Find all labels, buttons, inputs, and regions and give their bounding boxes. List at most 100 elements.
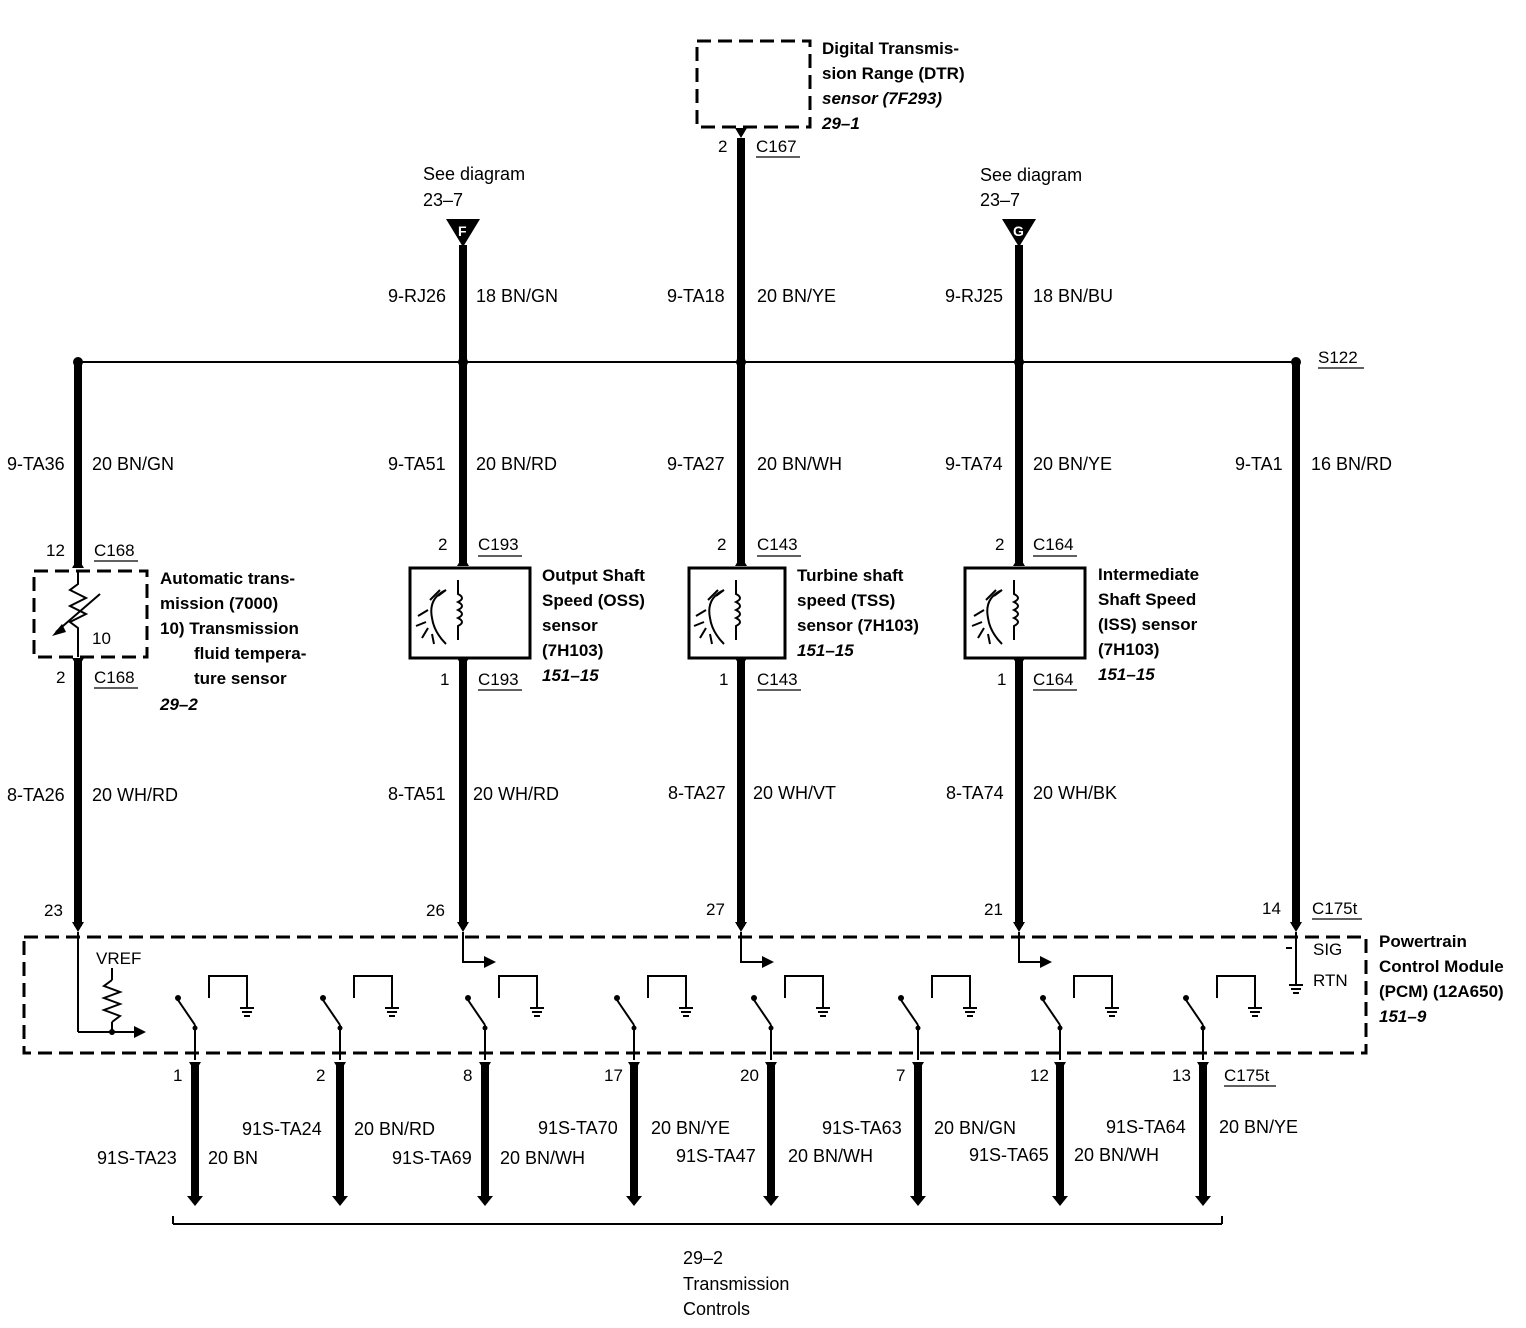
col1-circuit: 9-TA36 — [7, 454, 65, 474]
col1-circuit2: 8-TA26 — [7, 785, 65, 805]
col3-pin-top: 2 — [717, 535, 726, 554]
oss-label-line2: Speed (OSS) — [542, 591, 645, 610]
splice-label: S122 — [1318, 348, 1358, 367]
oss-label-line1: Output Shaft — [542, 566, 645, 585]
output-wire-end — [477, 1196, 493, 1206]
output-circuit: 91S-TA70 — [538, 1118, 618, 1138]
col2-gauge: 20 BN/RD — [476, 454, 557, 474]
flag-g-triangle — [1002, 219, 1036, 247]
tft-pin-label: 10 — [92, 629, 111, 648]
col4-pin-top: 2 — [995, 535, 1004, 554]
dtr-sensor-box — [695, 39, 812, 129]
ground-icon — [240, 1007, 254, 1017]
tss-sensor-box — [687, 566, 787, 660]
output-wire-end — [1195, 1196, 1211, 1206]
output-wire-end — [187, 1196, 203, 1206]
output-gauge: 20 BN/RD — [354, 1119, 435, 1139]
ground-icon — [530, 1007, 544, 1017]
tft-label-line5: ture sensor — [194, 669, 287, 688]
output-circuit: 91S-TA64 — [1106, 1117, 1186, 1137]
oss-sensor-box — [408, 566, 532, 660]
tss-label-line3: sensor (7H103) — [797, 616, 919, 635]
ground-icon — [816, 1007, 830, 1017]
col2-circuit: 9-TA51 — [388, 454, 446, 474]
col3-conn-bot: C143 — [757, 670, 798, 689]
flag-g-letter: G — [1013, 223, 1024, 239]
col2-pin-bot: 1 — [440, 670, 449, 689]
output-gauge: 20 BN/WH — [500, 1148, 585, 1168]
col3-pcm-pin: 27 — [706, 900, 725, 919]
col4-conn-bot: C164 — [1033, 670, 1074, 689]
col4-circuit2: 8-TA74 — [946, 783, 1004, 803]
pcm-label-line1: Powertrain — [1379, 932, 1467, 951]
dtr-pin: 2 — [718, 137, 727, 156]
tft-ref: 29–2 — [159, 695, 198, 714]
flag-f-triangle — [446, 219, 480, 247]
oss-ref: 151–15 — [542, 666, 599, 685]
output-connector: C175t — [1224, 1066, 1270, 1085]
iss-label-line1: Intermediate — [1098, 565, 1199, 584]
ground-icon — [385, 1007, 399, 1017]
dtr-label-line3: sensor (7F293) — [822, 89, 942, 108]
vref-arrow-icon — [134, 1026, 146, 1038]
bottom-label-line1: Transmission — [683, 1274, 789, 1294]
output-pin: 12 — [1030, 1066, 1049, 1085]
output-driver: 12 91S-TA65 20 BN/WH — [969, 975, 1159, 1206]
output-gauge: 20 BN/WH — [788, 1146, 873, 1166]
col4-conn-top: C164 — [1033, 535, 1074, 554]
col1-gauge: 20 BN/GN — [92, 454, 174, 474]
output-wire-end — [1052, 1196, 1068, 1206]
output-gauge: 20 BN — [208, 1148, 258, 1168]
output-circuit: 91S-TA63 — [822, 1118, 902, 1138]
tss-ref: 151–15 — [797, 641, 854, 660]
output-gauge: 20 BN/YE — [651, 1118, 730, 1138]
output-driver: 20 91S-TA47 20 BN/WH — [676, 975, 873, 1206]
oss-label-line3: sensor — [542, 616, 598, 635]
tss-label-line1: Turbine shaft — [797, 566, 904, 585]
output-circuit: 91S-TA23 — [97, 1148, 177, 1168]
rtn-label: RTN — [1313, 971, 1348, 990]
dtr-label-line1: Digital Transmis- — [822, 39, 959, 58]
output-circuit: 91S-TA65 — [969, 1145, 1049, 1165]
ground-icon — [1105, 1007, 1119, 1017]
col1-conn-top: C168 — [94, 541, 135, 560]
output-circuit: 91S-TA69 — [392, 1148, 472, 1168]
output-gauge: 20 BN/WH — [1074, 1145, 1159, 1165]
speed-sensor-icon — [693, 580, 741, 645]
output-pin: 20 — [740, 1066, 759, 1085]
wire-circuit-rj25: 9-RJ25 — [945, 286, 1003, 306]
pcm-ref: 151–9 — [1379, 1007, 1427, 1026]
see-diagram-right: See diagram — [980, 165, 1082, 185]
iss-ref: 151–15 — [1098, 665, 1155, 684]
iss-label-line4: (7H103) — [1098, 640, 1159, 659]
pcm-box — [22, 935, 1368, 1055]
ground-icon — [963, 1007, 977, 1017]
flag-f-letter: F — [458, 223, 467, 239]
vref-label: VREF — [96, 949, 141, 968]
iss-label-line3: (ISS) sensor — [1098, 615, 1198, 634]
see-diagram-right-ref: 23–7 — [980, 190, 1020, 210]
output-wire-end — [763, 1196, 779, 1206]
bottom-label-line2: Controls — [683, 1299, 750, 1319]
col1-pin-top: 12 — [46, 541, 65, 560]
col3-circuit2: 8-TA27 — [668, 783, 726, 803]
col4-circuit: 9-TA74 — [945, 454, 1003, 474]
col1-pin-bot: 2 — [56, 668, 65, 687]
col2-pin-top: 2 — [438, 535, 447, 554]
col2-conn-top: C193 — [478, 535, 519, 554]
pcm-label-line3: (PCM) (12A650) — [1379, 982, 1504, 1001]
dtr-ref: 29–1 — [821, 114, 860, 133]
speed-sensor-icon — [415, 580, 463, 645]
output-circuit: 91S-TA47 — [676, 1146, 756, 1166]
col4-pin-bot: 1 — [997, 670, 1006, 689]
wire-gauge-ta18: 20 BN/YE — [757, 286, 836, 306]
col1-gauge2: 20 WH/RD — [92, 785, 178, 805]
tft-label-line2: mission (7000) — [160, 594, 278, 613]
thermistor-icon — [52, 571, 101, 657]
output-pin: 13 — [1172, 1066, 1191, 1085]
